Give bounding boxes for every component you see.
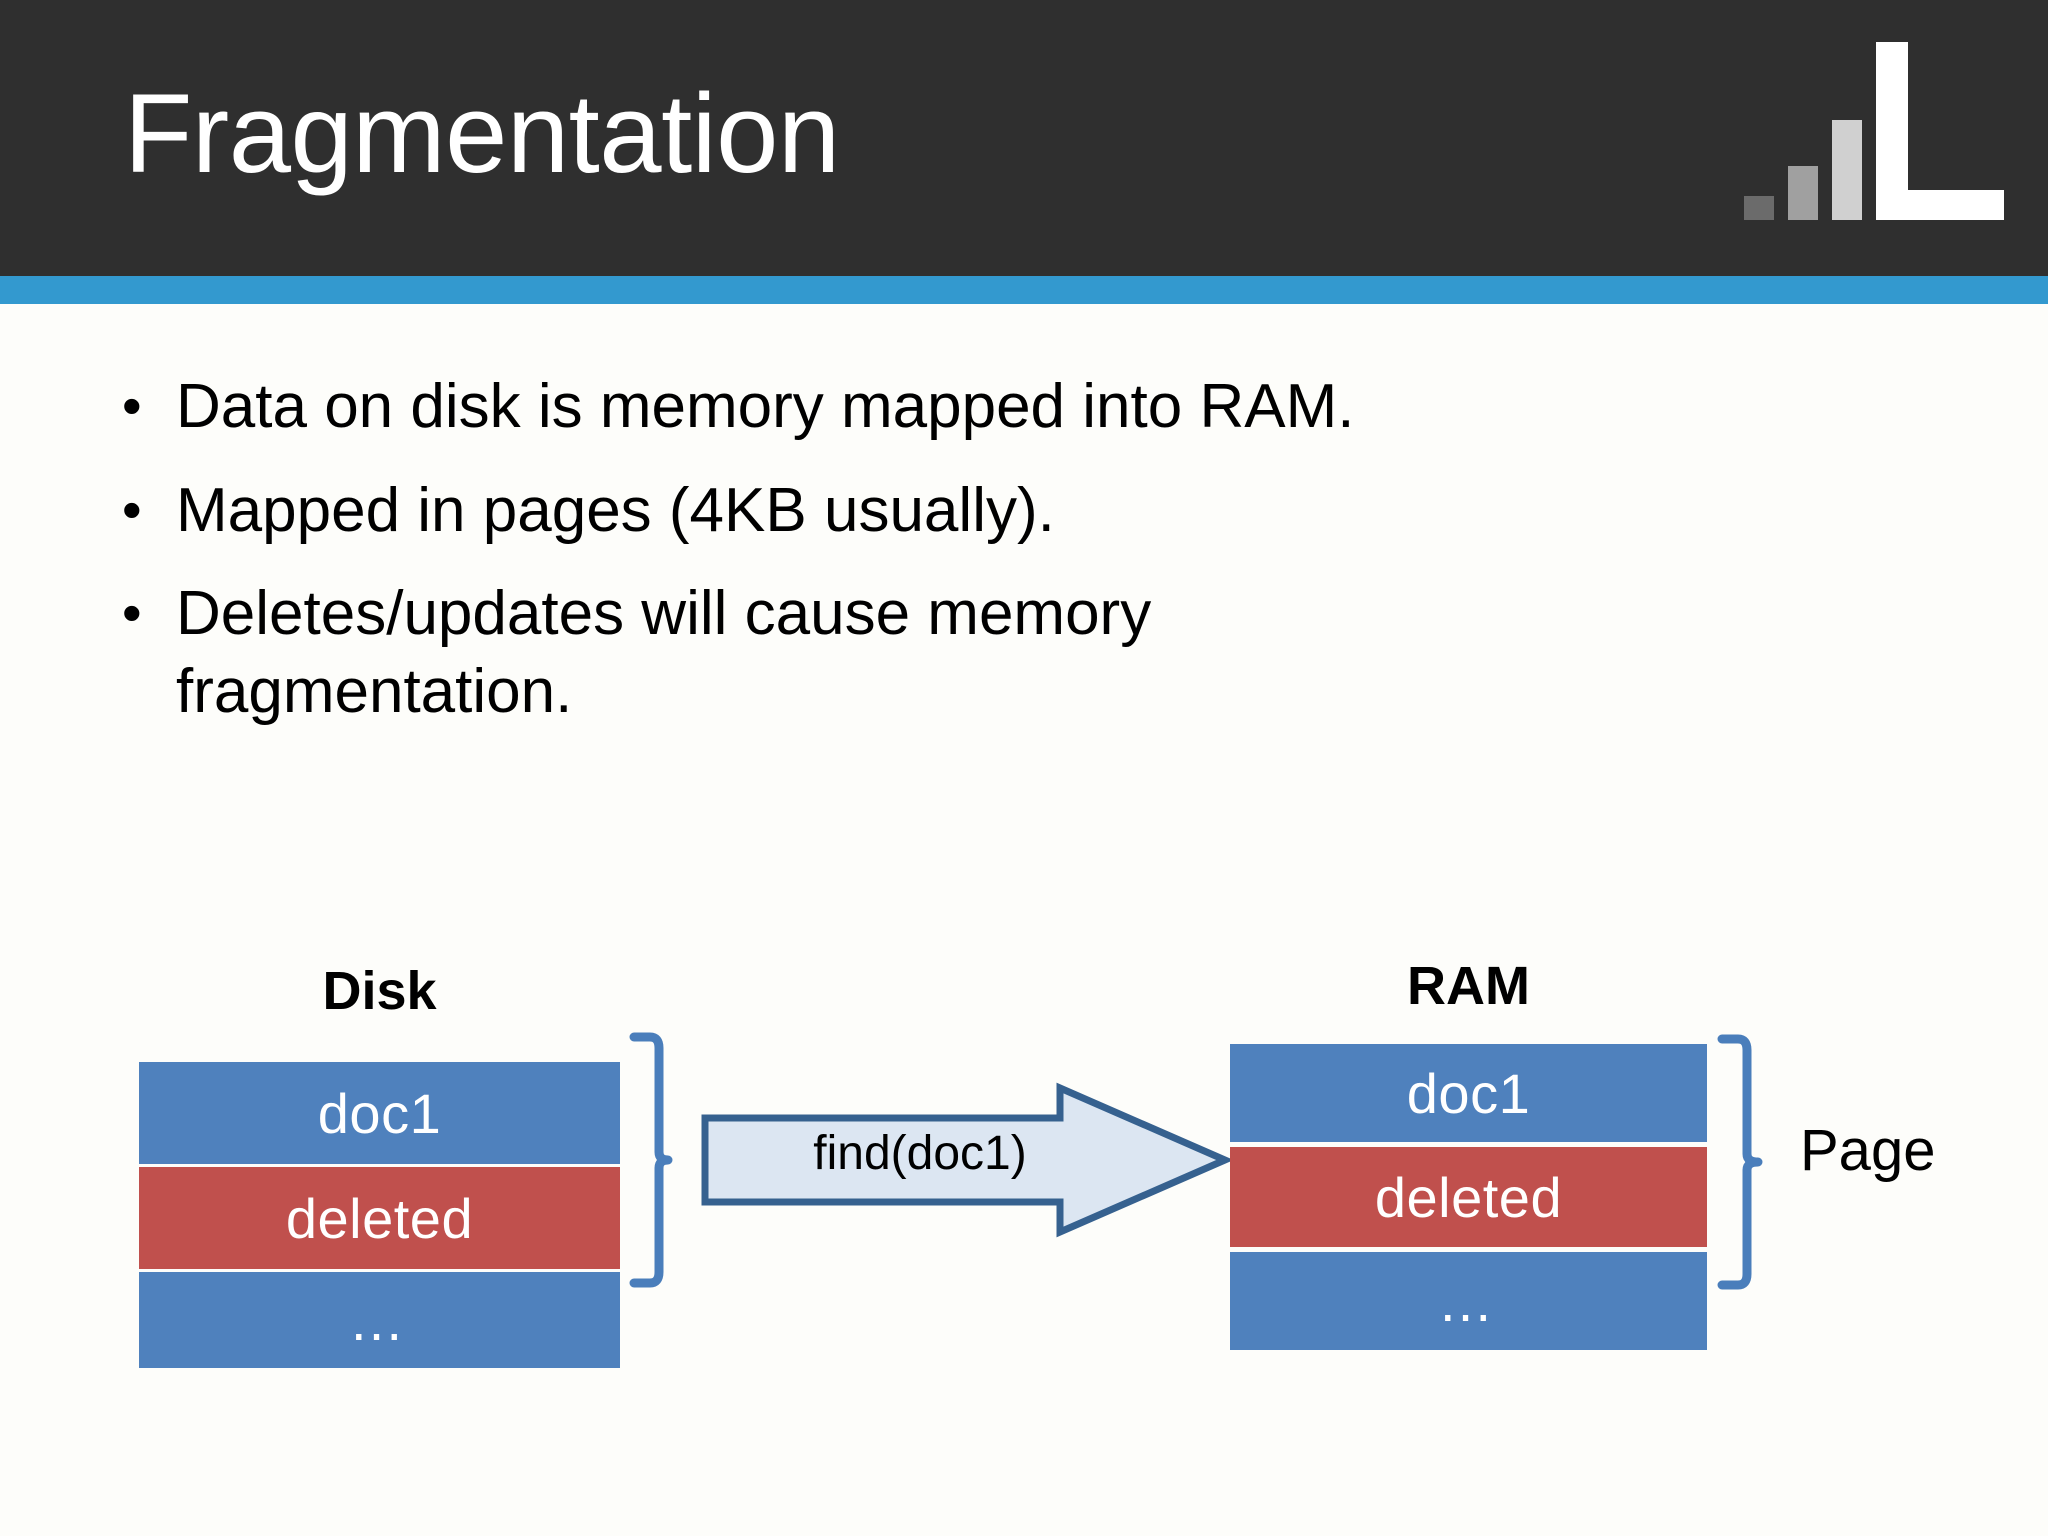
ram-page-brace-icon — [1717, 1034, 1763, 1290]
ram-column-label: RAM — [1407, 956, 1530, 1016]
bullet-list: • Data on disk is memory mapped into RAM… — [112, 368, 1812, 756]
list-item: • Mapped in pages (4KB usually). — [112, 472, 1812, 550]
page-bracket-label: Page — [1800, 1118, 1936, 1183]
bullet-marker-icon: • — [122, 374, 142, 437]
logo-bar-1-icon — [1744, 196, 1774, 220]
bullet-text: Deletes/updates will cause memory fragme… — [176, 579, 1152, 726]
bar-chart-l-logo — [1744, 30, 2004, 220]
disk-block-deleted: deleted — [139, 1167, 620, 1269]
logo-l-horizontal-icon — [1876, 190, 2004, 220]
disk-column-label: Disk — [322, 961, 437, 1021]
logo-bar-2-icon — [1788, 166, 1818, 220]
bullet-marker-icon: • — [122, 477, 142, 541]
find-arrow-label: find(doc1) — [813, 1127, 1027, 1180]
ram-block-more: … — [1230, 1252, 1707, 1350]
bullet-marker-icon: • — [122, 581, 142, 644]
ram-block-deleted: deleted — [1230, 1147, 1707, 1247]
logo-bar-3-icon — [1832, 120, 1862, 220]
list-item: • Data on disk is memory mapped into RAM… — [112, 368, 1812, 446]
find-arrow-icon — [701, 1082, 1230, 1238]
disk-page-brace-icon — [629, 1032, 673, 1288]
disk-block-doc1: doc1 — [139, 1062, 620, 1164]
ram-block-doc1: doc1 — [1230, 1044, 1707, 1142]
page-title: Fragmentation — [124, 71, 840, 196]
bullet-text: Data on disk is memory mapped into RAM. — [176, 372, 1355, 441]
header-accent-bar — [0, 276, 2048, 304]
bullet-text: Mapped in pages (4KB usually). — [176, 475, 1055, 545]
disk-block-more: … — [139, 1272, 620, 1368]
list-item: • Deletes/updates will cause memory frag… — [112, 575, 1812, 730]
slide-header-bar — [0, 0, 2048, 276]
